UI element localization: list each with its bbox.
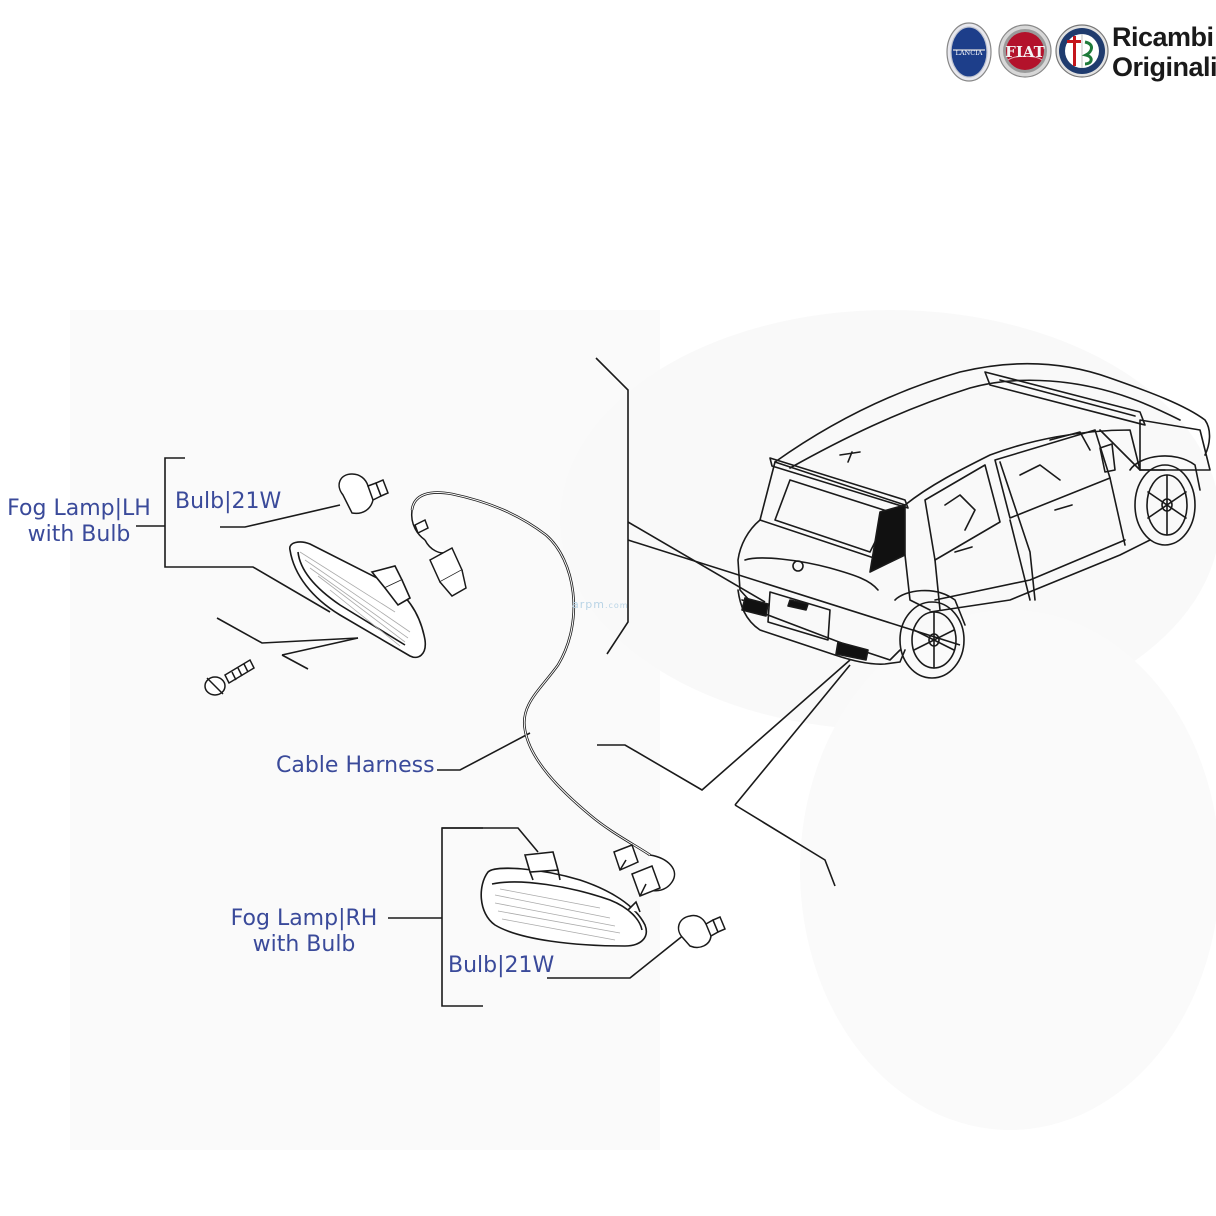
watermark: arpm.com bbox=[572, 598, 629, 611]
fiat-logo-text: FIAT bbox=[1005, 43, 1045, 61]
label-bulb-rh: Bulb|21W bbox=[448, 953, 555, 978]
screw-icon bbox=[204, 658, 255, 696]
fiat-logo: FIAT bbox=[998, 24, 1052, 78]
harness-connector-top bbox=[410, 509, 467, 597]
label-fog-lamp-lh-line2: with Bulb bbox=[27, 522, 131, 547]
watermark-suffix: .com bbox=[604, 601, 629, 610]
bulb-lh-icon bbox=[338, 473, 389, 515]
alfa-romeo-logo bbox=[1055, 24, 1109, 78]
lancia-logo: LANCIA bbox=[946, 22, 992, 82]
watermark-main: arpm bbox=[572, 598, 605, 611]
leader-lines bbox=[136, 357, 961, 1007]
fog-lamp-lh-icon bbox=[289, 541, 427, 659]
lancia-logo-text: LANCIA bbox=[956, 49, 983, 57]
label-cable-harness: Cable Harness bbox=[276, 753, 435, 778]
brand-line-2: Originali bbox=[1112, 52, 1216, 82]
label-fog-lamp-rh: Fog Lamp|RH with Bulb bbox=[228, 906, 380, 958]
brand-line-1: Ricambi bbox=[1112, 22, 1214, 52]
fog-lamp-rh-icon bbox=[480, 851, 647, 947]
label-fog-lamp-lh-line1: Fog Lamp|LH bbox=[7, 496, 151, 521]
label-fog-lamp-lh: Fog Lamp|LH with Bulb bbox=[5, 496, 153, 548]
brand-text: Ricambi Originali bbox=[1112, 22, 1216, 82]
label-bulb-lh: Bulb|21W bbox=[175, 489, 282, 514]
label-fog-lamp-rh-line1: Fog Lamp|RH bbox=[230, 906, 378, 931]
bulb-rh-icon bbox=[677, 914, 726, 949]
label-fog-lamp-rh-line2: with Bulb bbox=[252, 932, 356, 957]
harness-connector-bottom bbox=[613, 844, 676, 897]
car-illustration bbox=[737, 362, 1211, 679]
background-shading bbox=[70, 310, 1216, 1150]
